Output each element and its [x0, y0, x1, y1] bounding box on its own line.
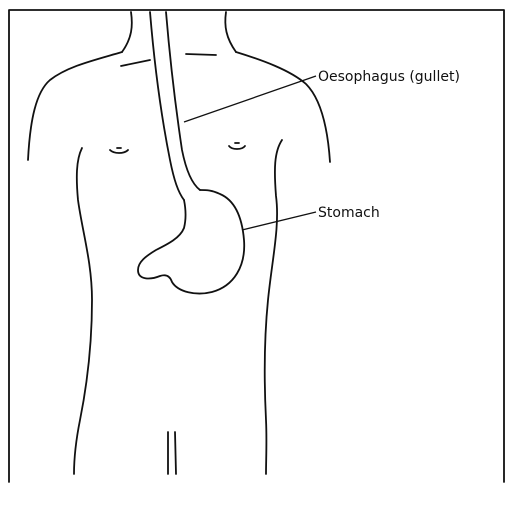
stomach-label: Stomach	[318, 205, 380, 221]
left-shoulder-arm	[28, 52, 122, 160]
nipple-right	[229, 143, 245, 149]
torso-right-side	[265, 140, 282, 474]
oesophagus-leader-line	[184, 76, 316, 122]
neck-left-line	[122, 12, 132, 52]
stomach-outline	[138, 190, 244, 294]
torso-left-side	[74, 148, 92, 474]
lower-center-line	[168, 432, 176, 474]
nipple-left	[110, 148, 128, 153]
collarbone-right	[186, 54, 216, 55]
oesophagus-label: Oesophagus (gullet)	[318, 69, 460, 85]
stomach-leader-line	[242, 212, 316, 230]
oesophagus-left-wall	[150, 12, 184, 200]
collarbone-left	[121, 60, 150, 66]
right-shoulder-arm	[236, 52, 330, 162]
neck-right-line	[225, 12, 236, 52]
